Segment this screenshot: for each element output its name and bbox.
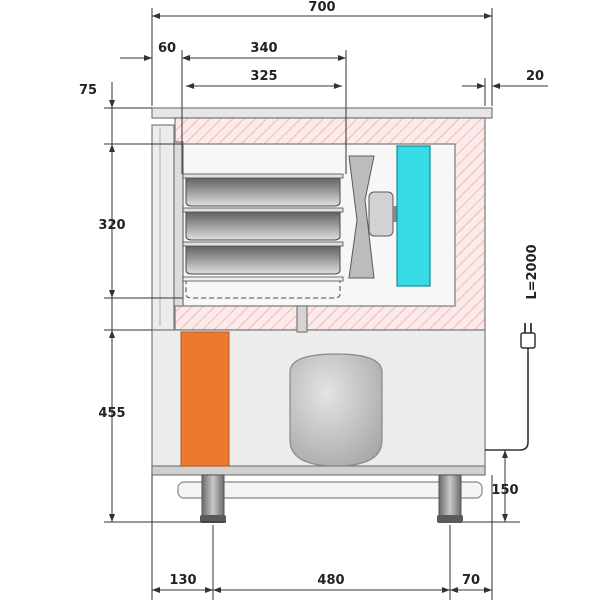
dim-side-offset: 60 xyxy=(158,41,176,56)
dim-cable-length: L=2000 xyxy=(525,244,540,299)
foot-right xyxy=(438,474,462,520)
dim-tray-outer: 340 xyxy=(250,41,277,56)
tray-stack xyxy=(182,173,344,299)
dim-tray-inner: 325 xyxy=(250,69,277,84)
drain-pipe xyxy=(296,305,308,333)
top-plate xyxy=(151,107,493,119)
feet xyxy=(177,474,483,523)
dim-foot-height: 150 xyxy=(491,483,518,498)
electrical-panel xyxy=(180,331,230,467)
dim-chamber-height: 320 xyxy=(98,218,125,233)
dim-left-foot: 130 xyxy=(169,573,196,588)
dim-overall-width: 700 xyxy=(308,0,335,15)
dim-base-height: 455 xyxy=(98,406,125,421)
fan-motor xyxy=(368,191,394,237)
foot-left xyxy=(201,474,225,520)
compressor xyxy=(289,353,383,467)
door-seal xyxy=(173,141,184,307)
dim-right-foot: 70 xyxy=(462,573,480,588)
fan-assembly xyxy=(348,155,397,279)
dimension-labels: 700 60 340 325 75 20 320 455 L=2000 150 … xyxy=(79,0,544,588)
drip-tray xyxy=(177,481,483,499)
fan-housing xyxy=(348,155,375,279)
dimension-lines xyxy=(104,8,548,600)
plug-icon xyxy=(520,323,536,349)
tray-empty-slot xyxy=(182,276,344,299)
tray xyxy=(182,207,344,241)
dim-top-height: 75 xyxy=(79,83,97,98)
door xyxy=(151,124,175,331)
power-cable xyxy=(485,323,536,451)
machine-body xyxy=(151,107,493,476)
evaporator xyxy=(396,145,431,287)
base-plinth xyxy=(151,465,486,476)
tray xyxy=(182,173,344,207)
tray xyxy=(182,241,344,275)
dim-foot-span: 480 xyxy=(317,573,344,588)
dim-rear-offset: 20 xyxy=(526,69,544,84)
